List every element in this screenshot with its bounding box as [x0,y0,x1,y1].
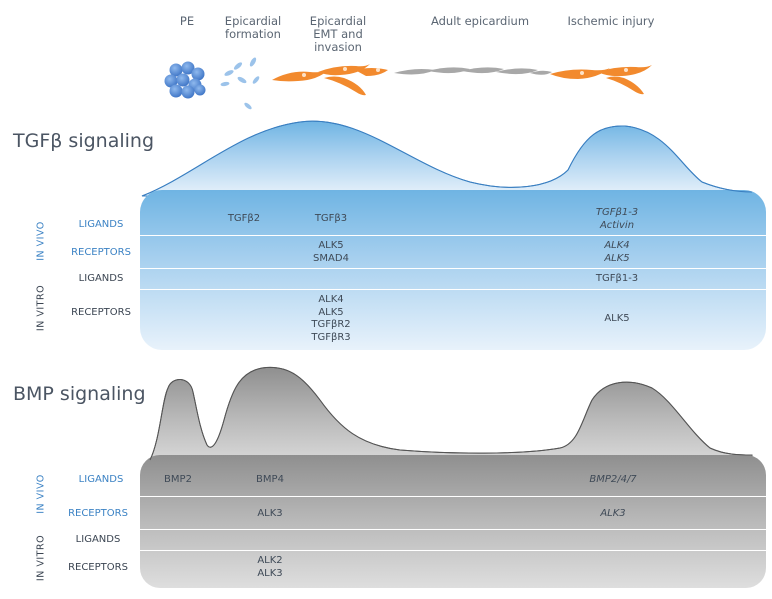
tgfb-divider [140,235,766,236]
bmp-divider [140,550,766,551]
tgfb-in-vitro-label: IN VITRO [35,284,47,332]
injury-cells-icon [550,65,652,95]
bmp-vivo-ligands-injury: BMP2/4/7 [589,474,637,485]
tgfb-vivo-ligands-label: LIGANDS [78,219,124,230]
bmp-in-vitro-label: IN VITRO [35,534,47,582]
adult-epicardium-cells-icon [394,67,552,75]
bmp-vitro-receptors-formation: ALK2 ALK3 [257,555,283,579]
tgfb-vivo-ligands-injury: TGFβ1-3 Activin [595,207,639,231]
tgfb-table-area [140,190,766,350]
bmp-activity-curve [149,366,753,471]
bmp-divider [140,529,766,530]
emt-cells-icon [272,64,388,96]
tgfb-vitro-receptors-injury: ALK5 [604,313,630,324]
tgfb-vivo-ligands-formation: TGFβ2 [227,213,261,224]
tgfb-divider [140,289,766,290]
bmp-vivo-ligands-formation: BMP4 [256,474,284,485]
bmp-vivo-ligands-label: LIGANDS [78,474,124,485]
dispersing-cells-icon [220,57,260,110]
tgfb-activity-curve [141,120,753,197]
bmp-divider [140,496,766,497]
stage-label-formation: Epicardial formation [224,14,282,41]
stage-label-adult: Adult epicardium [430,14,530,28]
bmp-vivo-ligands-pe: BMP2 [164,474,192,485]
tgfb-divider [140,268,766,269]
tgfb-vitro-ligands-injury: TGFβ1-3 [595,273,639,284]
bmp-table-area [140,455,766,588]
bmp-section-title: BMP signaling [13,383,146,405]
tgfb-vivo-receptors-label: RECEPTORS [71,247,131,258]
bmp-vivo-receptors-injury: ALK3 [600,508,626,519]
tgfb-vitro-receptors-label: RECEPTORS [71,307,131,318]
bmp-vitro-ligands-label: LIGANDS [75,534,121,545]
bmp-in-vivo-label: IN VIVO [35,474,47,514]
tgfb-vivo-receptors-injury: ALK4 ALK5 [604,240,630,264]
tgfb-vivo-receptors-emt: ALK5 SMAD4 [313,240,349,264]
bmp-vivo-receptors-label: RECEPTORS [68,508,128,519]
tgfb-vitro-ligands-label: LIGANDS [78,273,124,284]
stage-label-emt: Epicardial EMT and invasion [309,14,367,54]
tgfb-in-vivo-label: IN VIVO [35,221,47,261]
stage-label-pe: PE [179,14,195,28]
bmp-vitro-receptors-label: RECEPTORS [68,562,128,573]
stage-label-injury: Ischemic injury [567,14,655,28]
tgfb-vitro-receptors-emt: ALK4 ALK5 TGFβR2 TGFβR3 [311,294,351,343]
tgfb-section-title: TGFβ signaling [13,130,155,152]
tgfb-vivo-ligands-emt: TGFβ3 [314,213,348,224]
bmp-vivo-receptors-formation: ALK3 [257,508,283,519]
pe-cluster-icon [164,61,206,99]
